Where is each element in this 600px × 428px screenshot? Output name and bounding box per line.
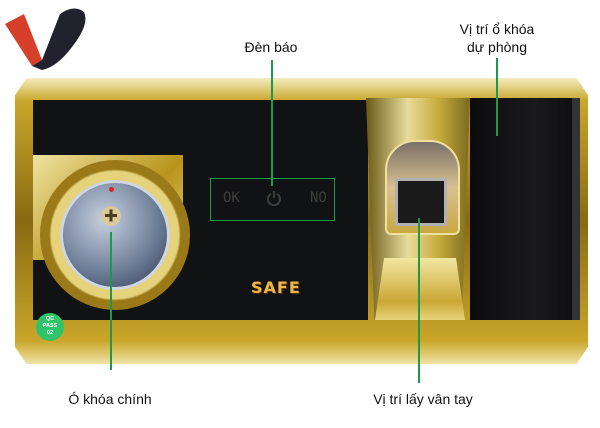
- fingerprint-base: [375, 258, 465, 320]
- panel-edge: [572, 98, 580, 320]
- keyhole-icon: [101, 206, 121, 226]
- qc-pass-badge: QC PASS 02: [36, 313, 64, 341]
- backup-lock-cover: [470, 98, 578, 320]
- qc-line3: 02: [46, 330, 54, 336]
- qc-line2: PASS: [42, 323, 58, 329]
- callout-line: [110, 232, 112, 370]
- callout-line: [496, 58, 498, 136]
- callout-line: [271, 60, 273, 186]
- power-icon: [267, 191, 281, 206]
- callout-backup-lock-label: Vị trí ổ khóa dự phòng: [432, 20, 562, 56]
- brand-logo-icon: [5, 8, 86, 71]
- callout-indicator-label: Đèn báo: [244, 39, 298, 55]
- safe-brand-text: SAFE: [251, 278, 301, 297]
- ok-indicator: OK: [223, 190, 240, 206]
- main-lock[interactable]: [60, 180, 170, 290]
- callout-backup-lock-line2: dự phòng: [467, 39, 527, 55]
- callout-line: [418, 218, 420, 383]
- callout-backup-lock-line1: Vị trí ổ khóa: [459, 21, 535, 37]
- qc-line1: QC: [45, 316, 55, 322]
- fingerprint-sensor[interactable]: [395, 178, 447, 226]
- indicator-highlight-box: [210, 178, 335, 221]
- callout-fingerprint-label: Vị trí lấy vân tay: [373, 391, 473, 407]
- no-indicator: NO: [310, 190, 327, 206]
- callout-main-lock-label: Ó khóa chính: [68, 391, 152, 407]
- lock-indicator-dot: [109, 187, 114, 192]
